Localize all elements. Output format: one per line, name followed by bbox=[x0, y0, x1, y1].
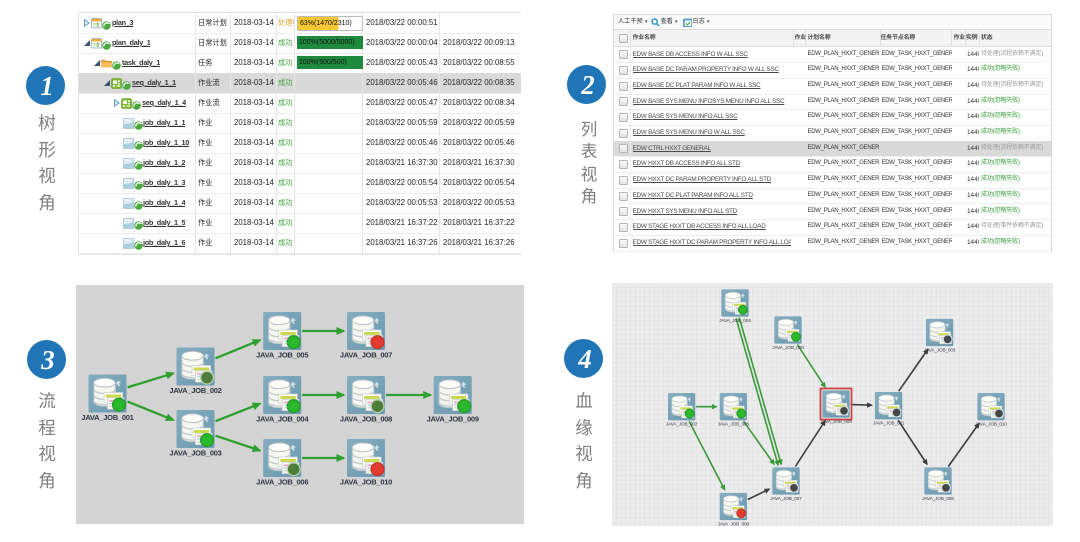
svg-text:JAVA_JOB_001: JAVA_JOB_001 bbox=[873, 421, 905, 426]
svg-text:JAVA_JOB_010: JAVA_JOB_010 bbox=[975, 422, 1007, 427]
svg-text:JAVA_JOB_000: JAVA_JOB_000 bbox=[772, 345, 804, 350]
svg-text:JAVA_JOB_004: JAVA_JOB_004 bbox=[719, 318, 751, 323]
svg-text:JAVA_JOB_002: JAVA_JOB_002 bbox=[666, 422, 698, 427]
svg-text:JAVA_JOB_009: JAVA_JOB_009 bbox=[427, 415, 479, 424]
svg-text:JAVA_JOB_002: JAVA_JOB_002 bbox=[169, 386, 221, 395]
svg-text:JAVA_JOB_005: JAVA_JOB_005 bbox=[718, 422, 750, 427]
svg-text:JAVA_JOB_008: JAVA_JOB_008 bbox=[718, 521, 750, 526]
svg-text:JAVA_JOB_004: JAVA_JOB_004 bbox=[256, 415, 309, 424]
svg-text:JAVA_JOB_009: JAVA_JOB_009 bbox=[820, 419, 852, 424]
svg-text:JAVA_JOB_006: JAVA_JOB_006 bbox=[922, 496, 954, 501]
svg-text:JAVA_JOB_006: JAVA_JOB_006 bbox=[256, 478, 308, 487]
svg-text:JAVA_JOB_010: JAVA_JOB_010 bbox=[340, 478, 392, 487]
svg-text:JAVA_JOB_005: JAVA_JOB_005 bbox=[256, 351, 308, 360]
svg-text:JAVA_JOB_007: JAVA_JOB_007 bbox=[340, 351, 392, 360]
svg-text:JAVA_JOB_007: JAVA_JOB_007 bbox=[770, 496, 802, 501]
svg-text:JAVA_JOB_008: JAVA_JOB_008 bbox=[340, 415, 392, 424]
svg-text:JAVA_JOB_003: JAVA_JOB_003 bbox=[169, 449, 221, 458]
svg-text:JAVA_JOB_001: JAVA_JOB_001 bbox=[81, 413, 133, 422]
svg-text:JAVA_JOB_003: JAVA_JOB_003 bbox=[924, 347, 956, 352]
